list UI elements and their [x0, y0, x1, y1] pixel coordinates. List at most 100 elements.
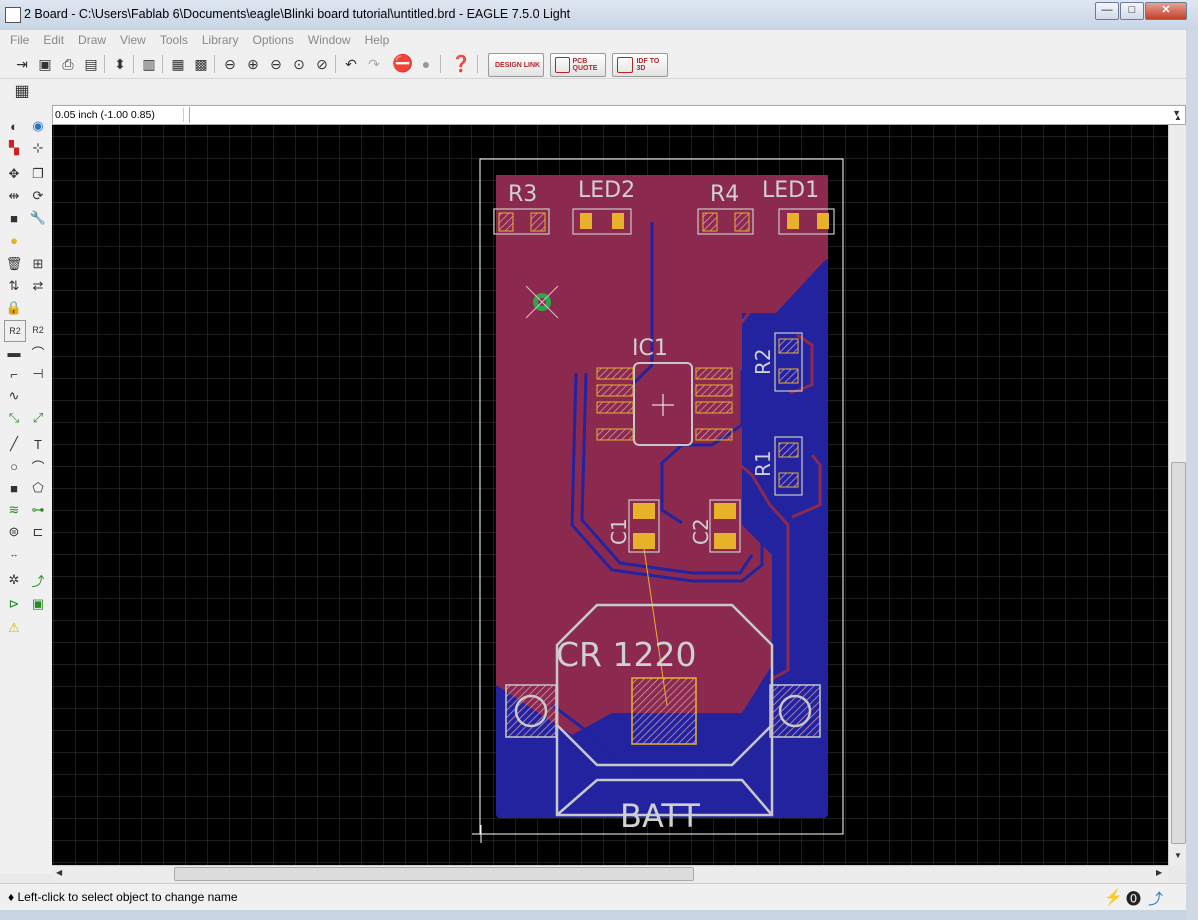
- replace-icon[interactable]: ⇄: [32, 278, 44, 293]
- label-r4: R4: [710, 182, 739, 207]
- use-library-icon[interactable]: ⬍: [114, 55, 126, 72]
- zoom-out-icon[interactable]: ⊖: [270, 55, 282, 72]
- route-icon[interactable]: ⤡: [8, 410, 20, 425]
- info-icon[interactable]: ◐: [10, 118, 18, 134]
- zoom-fit-icon[interactable]: ⊖: [224, 55, 236, 72]
- open-icon[interactable]: ⇥: [16, 55, 28, 72]
- dimension-icon[interactable]: ↔: [9, 549, 19, 559]
- idf-icon: [617, 57, 634, 73]
- ratsnest-icon[interactable]: ✲: [8, 572, 20, 587]
- mark-icon[interactable]: ⊹: [32, 140, 44, 155]
- split-icon[interactable]: ⌐: [10, 366, 18, 382]
- board-canvas[interactable]: R3 LED2 R4 LED1 IC1 R2 R1 C1 C2 CR 1220 …: [52, 125, 1168, 865]
- mirror-icon[interactable]: ⇹: [8, 188, 20, 203]
- redo-icon[interactable]: ↷: [368, 55, 380, 72]
- lightning-icon[interactable]: ⚡: [1104, 889, 1123, 906]
- vertical-scroll-thumb[interactable]: [1171, 462, 1186, 844]
- rect-icon[interactable]: ■: [10, 480, 18, 496]
- hole-icon[interactable]: ⊜: [8, 524, 20, 539]
- pinswap-icon[interactable]: ⇅: [8, 278, 20, 293]
- designlink-button[interactable]: design link: [488, 53, 544, 77]
- zoom-in-icon[interactable]: ⊕: [247, 55, 259, 72]
- via-icon[interactable]: ≋: [8, 502, 20, 517]
- window-title: 2 Board - C:\Users\Fablab 6\Documents\ea…: [24, 7, 571, 21]
- board-outline: [479, 158, 844, 835]
- menu-tools[interactable]: Tools: [159, 33, 188, 47]
- value-icon[interactable]: R2: [32, 325, 44, 335]
- scroll-down-icon[interactable]: ▼: [1174, 851, 1182, 860]
- signal-icon[interactable]: ⊶: [31, 502, 45, 517]
- menu-help[interactable]: Help: [364, 33, 390, 47]
- label-r2: R2: [751, 348, 775, 375]
- miter-icon[interactable]: ⌒: [31, 345, 45, 361]
- idf-to-3d-button[interactable]: IDF TO 3D: [612, 53, 668, 77]
- scroll-up-icon[interactable]: ▲: [1174, 113, 1182, 122]
- polygon-icon[interactable]: ⬠: [32, 480, 44, 495]
- command-line-input[interactable]: [189, 107, 1162, 123]
- copy-icon[interactable]: ❐: [32, 166, 44, 181]
- menu-edit[interactable]: Edit: [43, 33, 65, 47]
- group-icon[interactable]: ■: [10, 210, 18, 226]
- cam-processor-icon[interactable]: ▤: [84, 55, 98, 72]
- text-icon[interactable]: T: [34, 436, 42, 452]
- show-icon[interactable]: ◉: [32, 118, 44, 133]
- drc-icon[interactable]: ▣: [31, 596, 45, 611]
- go-icon[interactable]: ●: [421, 56, 431, 72]
- stop-command-icon[interactable]: ⓿: [1126, 891, 1142, 908]
- change-icon[interactable]: 🔧: [29, 210, 47, 225]
- help-icon[interactable]: ❓: [451, 56, 471, 73]
- command-history-dropdown-icon[interactable]: ▼: [1172, 108, 1181, 118]
- command-toolbar: ◐ ◉ ▚ ⊹ ✥ ❐ ⇹ ⟳ ■ 🔧 ● 🗑 ⊞ ⇅ ⇄ 🔒 R2 R2 ▬ …: [0, 104, 52, 874]
- close-button[interactable]: ✕: [1145, 2, 1187, 20]
- menu-view[interactable]: View: [120, 33, 146, 47]
- circle-icon[interactable]: ○: [10, 458, 18, 474]
- stop-icon[interactable]: ⛔: [392, 54, 414, 73]
- status-bar: ♦ Left-click to select object to change …: [0, 883, 1186, 911]
- lock-icon[interactable]: 🔒: [5, 300, 23, 315]
- print-icon[interactable]: ⎙: [62, 55, 74, 72]
- autorouter-status-icon[interactable]: ⤴: [1148, 891, 1164, 908]
- save-icon[interactable]: ▣: [38, 55, 52, 72]
- horizontal-scroll-thumb[interactable]: [174, 867, 694, 881]
- vertical-scrollbar[interactable]: ▲ ▼: [1168, 113, 1187, 865]
- attribute-icon[interactable]: ⊏: [32, 524, 44, 539]
- pcb-quote-button[interactable]: PCB QUOTE: [550, 53, 606, 77]
- scroll-right-icon[interactable]: ▶: [1156, 868, 1163, 877]
- arc-icon[interactable]: ⌒: [31, 459, 45, 475]
- delete-icon[interactable]: 🗑: [5, 256, 23, 271]
- add-icon[interactable]: ⊞: [32, 256, 44, 271]
- autorouter-icon[interactable]: ⤴: [31, 573, 45, 589]
- name-icon[interactable]: R2: [4, 320, 26, 342]
- menu-options[interactable]: Options: [252, 33, 294, 47]
- erc-icon[interactable]: ⊳: [8, 596, 20, 611]
- parameter-toolbar: ▦: [0, 79, 1186, 104]
- menu-library[interactable]: Library: [201, 33, 239, 47]
- maximize-button[interactable]: □: [1120, 2, 1144, 20]
- rotate-icon[interactable]: ⟳: [32, 188, 44, 203]
- ripup-icon[interactable]: ⤢: [32, 410, 44, 425]
- scroll-left-icon[interactable]: ◀: [56, 868, 63, 877]
- wire-icon[interactable]: ╱: [10, 436, 18, 451]
- meander-icon[interactable]: ∿: [8, 388, 20, 403]
- optimize-icon[interactable]: ⊣: [32, 366, 44, 381]
- minimize-button[interactable]: —: [1095, 2, 1119, 20]
- redraw-icon[interactable]: ⊙: [293, 55, 305, 72]
- display-icon[interactable]: ▚: [9, 140, 19, 155]
- horizontal-scrollbar[interactable]: ◀ ▶: [52, 865, 1168, 882]
- menu-draw[interactable]: Draw: [78, 33, 107, 47]
- coordinate-readout: 0.05 inch (-1.00 0.85): [55, 108, 184, 122]
- errors-icon[interactable]: ⚠: [8, 620, 20, 635]
- paste-icon[interactable]: ●: [10, 232, 18, 248]
- smash-icon[interactable]: ▬: [7, 344, 21, 360]
- via: [525, 285, 559, 319]
- undo-icon[interactable]: ↶: [345, 55, 357, 72]
- script-icon[interactable]: ▦: [171, 55, 185, 72]
- ulp-icon[interactable]: ▥: [142, 55, 156, 72]
- board-drawing[interactable]: R3 LED2 R4 LED1 IC1 R2 R1 C1 C2 CR 1220 …: [52, 125, 1168, 865]
- menu-window[interactable]: Window: [307, 33, 351, 47]
- board-switch-icon[interactable]: ▩: [194, 55, 208, 72]
- grid-icon[interactable]: ▦: [14, 83, 30, 100]
- zoom-select-icon[interactable]: ⊘: [316, 55, 328, 72]
- menu-file[interactable]: File: [10, 33, 30, 47]
- move-icon[interactable]: ✥: [8, 166, 20, 181]
